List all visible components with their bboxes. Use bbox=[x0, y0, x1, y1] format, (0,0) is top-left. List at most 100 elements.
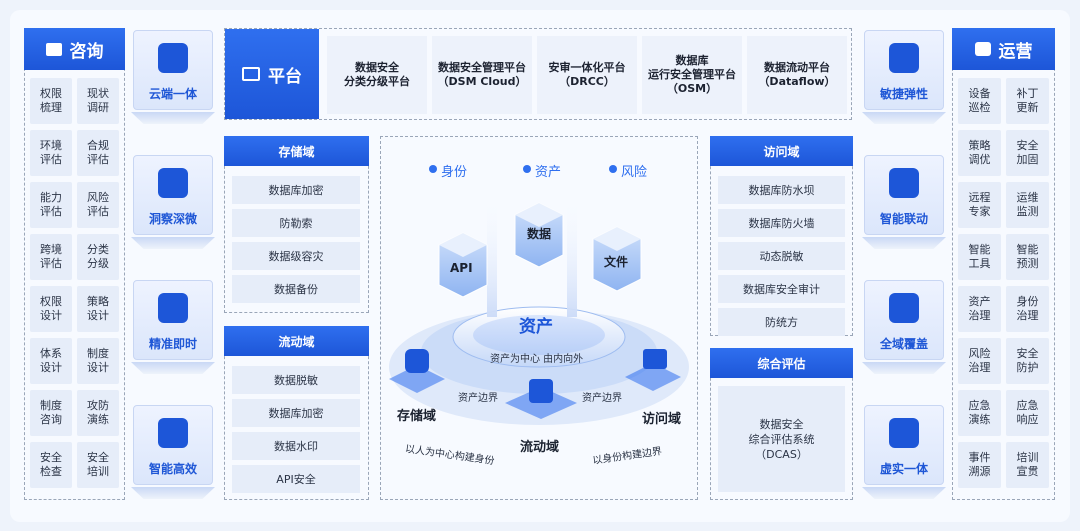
legend-asset: 资产 bbox=[535, 165, 562, 180]
legend-risk: 风险 bbox=[621, 165, 648, 180]
monitor-icon bbox=[889, 418, 919, 448]
expand-icon bbox=[889, 43, 919, 73]
access-item: 数据库防火墙 bbox=[718, 209, 845, 237]
rocket-icon bbox=[158, 418, 188, 448]
card-base bbox=[862, 487, 946, 499]
evaluation-text: 数据安全 综合评估系统 （DCAS） bbox=[718, 386, 845, 492]
consult-item: 现状 调研 bbox=[77, 78, 119, 124]
consult-item: 安全 检查 bbox=[30, 442, 72, 488]
flow-item: 数据库加密 bbox=[232, 399, 360, 427]
consult-item: 权限 设计 bbox=[30, 286, 72, 332]
platform-header: 平台 bbox=[225, 29, 319, 119]
cloud-gear-icon bbox=[158, 43, 188, 73]
ops-item: 安全 加固 bbox=[1006, 130, 1049, 176]
ops-item: 身份 治理 bbox=[1006, 286, 1049, 332]
flow-item: 数据脱敏 bbox=[232, 366, 360, 394]
cube-data bbox=[514, 202, 564, 268]
consult-item: 风险 评估 bbox=[77, 182, 119, 228]
ops-item: 应急 响应 bbox=[1006, 390, 1049, 436]
center-panel bbox=[380, 136, 698, 500]
ops-item: 智能 工具 bbox=[958, 234, 1001, 280]
flow-item: API安全 bbox=[232, 465, 360, 493]
storage-header: 存储域 bbox=[224, 136, 369, 166]
card-base bbox=[131, 237, 215, 249]
left_caps-label: 云端一体 bbox=[148, 87, 197, 101]
consult-item: 攻防 演练 bbox=[77, 390, 119, 436]
gauge-icon bbox=[974, 42, 991, 56]
platform-panel bbox=[224, 28, 852, 120]
beam bbox=[487, 197, 497, 317]
right_caps-label: 智能联动 bbox=[879, 212, 928, 226]
platform-item: 数据库 运行安全管理平台 （OSM） bbox=[642, 36, 742, 114]
ops-item: 设备 巡检 bbox=[958, 78, 1001, 124]
storage-node bbox=[389, 349, 445, 393]
cube-label-file: 文件 bbox=[604, 255, 629, 269]
consult-item: 权限 梳理 bbox=[30, 78, 72, 124]
left_caps-card: 精准即时 bbox=[133, 280, 213, 360]
right_caps-label: 敏捷弹性 bbox=[879, 87, 928, 101]
card-base bbox=[862, 237, 946, 249]
right_caps-label: 虚实一体 bbox=[879, 462, 928, 476]
left_caps-card: 智能高效 bbox=[133, 405, 213, 485]
ops-item: 运维 监测 bbox=[1006, 182, 1049, 228]
center-flow-label: 流动域 bbox=[520, 440, 560, 455]
ops-item: 风险 治理 bbox=[958, 338, 1001, 384]
right_caps-card: 敏捷弹性 bbox=[864, 30, 944, 110]
platform-item: 安审一体化平台 （DRCC） bbox=[537, 36, 637, 114]
cube-label-data: 数据 bbox=[527, 227, 552, 241]
right_caps-label: 全域覆盖 bbox=[879, 337, 928, 351]
asset-border-right: 资产边界 bbox=[582, 393, 622, 404]
left_caps-label: 精准即时 bbox=[148, 337, 197, 351]
platform-item: 数据安全管理平台 （DSM Cloud） bbox=[432, 36, 532, 114]
cube-label-api: API bbox=[450, 261, 473, 275]
asset-border-left: 资产边界 bbox=[458, 393, 498, 404]
access-item: 数据库安全审计 bbox=[718, 275, 845, 303]
cube-api bbox=[438, 232, 488, 298]
asset-label: 资产 bbox=[519, 317, 553, 337]
ops-title: 运营 bbox=[998, 41, 1033, 62]
ops-item: 远程 专家 bbox=[958, 182, 1001, 228]
legend-dot-risk bbox=[609, 165, 617, 173]
consult-item: 分类 分级 bbox=[77, 234, 119, 280]
left_caps-card: 洞察深微 bbox=[133, 155, 213, 235]
cube-file bbox=[592, 226, 642, 292]
left_caps-card: 云端一体 bbox=[133, 30, 213, 110]
right_caps-card: 智能联动 bbox=[864, 155, 944, 235]
evaluation-header: 综合评估 bbox=[710, 348, 853, 378]
left_caps-label: 智能高效 bbox=[148, 462, 197, 476]
consult-item: 能力 评估 bbox=[30, 182, 72, 228]
beam bbox=[567, 197, 577, 317]
platform-title: 平台 bbox=[268, 66, 302, 87]
right_caps-card: 全域覆盖 bbox=[864, 280, 944, 360]
flow-item: 数据水印 bbox=[232, 432, 360, 460]
card-base bbox=[131, 487, 215, 499]
left_caps-label: 洞察深微 bbox=[148, 212, 197, 226]
card-base bbox=[862, 362, 946, 374]
platform-item: 数据流动平台 （Dataflow） bbox=[747, 36, 847, 114]
recycle-icon bbox=[158, 293, 188, 323]
chat-icon bbox=[45, 42, 62, 56]
card-base bbox=[862, 112, 946, 124]
ops-item: 智能 预测 bbox=[1006, 234, 1049, 280]
consult-item: 跨境 评估 bbox=[30, 234, 72, 280]
monitor-icon bbox=[242, 67, 260, 81]
consult-item: 合规 评估 bbox=[77, 130, 119, 176]
storage-item: 数据级容灾 bbox=[232, 242, 360, 270]
network-icon bbox=[889, 293, 919, 323]
ops-item: 策略 调优 bbox=[958, 130, 1001, 176]
access-item: 防统方 bbox=[718, 308, 845, 336]
consult-item: 制度 设计 bbox=[77, 338, 119, 384]
legend-identity: 身份 bbox=[441, 165, 468, 180]
storage-item: 防勒索 bbox=[232, 209, 360, 237]
clipboard-icon bbox=[158, 168, 188, 198]
card-base bbox=[131, 112, 215, 124]
ops-item: 补丁 更新 bbox=[1006, 78, 1049, 124]
ops-header: 运营 bbox=[952, 28, 1055, 70]
flow-node bbox=[505, 379, 577, 419]
consult-title: 咨询 bbox=[69, 41, 104, 62]
ops-item: 应急 演练 bbox=[958, 390, 1001, 436]
access-header: 访问域 bbox=[710, 136, 853, 166]
legend-dot-identity bbox=[429, 165, 437, 173]
flow-header: 流动域 bbox=[224, 326, 369, 356]
storage-item: 数据备份 bbox=[232, 275, 360, 303]
